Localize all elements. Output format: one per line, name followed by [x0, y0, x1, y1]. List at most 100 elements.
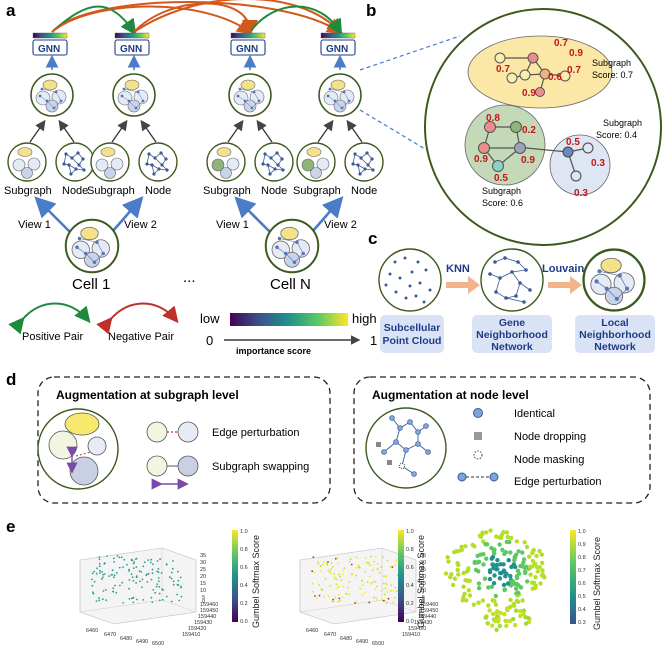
scatter-point	[102, 573, 104, 576]
scatter-point	[498, 562, 503, 567]
scatter-point	[105, 589, 107, 591]
svg-text:GNN: GNN	[326, 44, 348, 55]
subgraph-label: Subgraph	[293, 185, 341, 197]
node-glyph-3	[254, 142, 294, 182]
scatter-point	[130, 573, 133, 575]
scatter-point	[523, 621, 529, 626]
scatter-point	[378, 571, 381, 574]
scatter-point	[146, 581, 149, 583]
scatter-point	[348, 581, 351, 583]
scatter-point	[467, 578, 472, 583]
scatter-point	[520, 550, 525, 555]
scatter-point	[380, 566, 382, 568]
scatter-point	[151, 568, 154, 571]
node-label: Node	[351, 185, 377, 197]
scatter-point	[492, 619, 498, 624]
scatter-point	[91, 591, 94, 594]
scatter-point	[130, 558, 133, 561]
scatter-point	[108, 575, 110, 577]
svg-text:10: 10	[420, 588, 426, 594]
scatter-point	[132, 562, 135, 565]
svg-text:Augmentation at node level: Augmentation at node level	[372, 388, 529, 402]
scatter-point	[376, 585, 378, 588]
scatter-point	[537, 565, 542, 570]
scatter-point	[466, 588, 472, 593]
scatter-point	[516, 549, 521, 554]
scatter-point	[323, 560, 325, 563]
subgraph-1: 0.7 0.7 0.9 0.6 0.7 0.9 Subgraph Score: …	[467, 35, 633, 109]
scatter-point	[327, 561, 329, 563]
scatter-point	[317, 562, 320, 565]
svg-text:6470: 6470	[324, 632, 336, 638]
scatter-point	[383, 575, 385, 577]
scatter-point	[179, 576, 182, 579]
louvain-arrow	[548, 276, 582, 294]
scatter-point	[513, 552, 519, 557]
scatter-point	[92, 592, 95, 595]
scatter-point	[502, 612, 507, 617]
scatter-point	[460, 598, 465, 603]
scatter-point	[116, 555, 119, 557]
scatter-point	[157, 571, 160, 574]
subgraph-2: 0.5 0.3 0.3 Subgraph Score: 0.4	[525, 118, 642, 199]
scatter-point	[486, 585, 491, 590]
scatter-point	[347, 586, 350, 589]
scatter-point	[327, 595, 330, 598]
svg-text:25: 25	[420, 567, 426, 573]
node-glyph-4	[344, 142, 384, 182]
scatter-point	[316, 597, 319, 600]
svg-text:0.8: 0.8	[486, 113, 500, 124]
scatter-point	[509, 535, 514, 541]
up-arrows	[45, 54, 347, 70]
scatter-point	[482, 576, 488, 581]
scatter-point	[319, 570, 322, 573]
scatter-point	[337, 585, 340, 588]
svg-text:Subgraph: Subgraph	[592, 58, 631, 68]
svg-text:Subgraph: Subgraph	[482, 186, 521, 196]
scatter-point	[509, 564, 514, 570]
scatter-point	[314, 595, 316, 597]
scatter-point	[95, 600, 98, 602]
scatter-point	[355, 566, 358, 569]
scatter-point	[483, 615, 488, 620]
scatter-point	[492, 551, 497, 556]
scatter-point	[389, 565, 392, 568]
svg-text:6490: 6490	[136, 639, 148, 645]
scatter-point	[320, 588, 323, 590]
svg-text:0.4: 0.4	[240, 583, 248, 589]
scatter-point	[150, 578, 153, 581]
zoom-line-bottom	[359, 109, 461, 171]
scatter-point	[459, 547, 464, 553]
scatter-point	[392, 589, 395, 592]
scatter-point	[497, 576, 503, 581]
scatter-point	[135, 576, 138, 579]
panel-label-d: d	[6, 370, 16, 389]
scatter-point	[318, 584, 320, 586]
scatter-point	[168, 576, 171, 579]
scatter-point	[96, 567, 98, 570]
scatter-point	[159, 558, 162, 561]
scatter-point	[354, 602, 356, 604]
scatter-point	[120, 556, 123, 559]
scatter-point	[350, 563, 353, 566]
scatter-point	[128, 598, 131, 600]
svg-text:Score: 0.6: Score: 0.6	[482, 198, 523, 208]
scatter-point	[102, 576, 104, 579]
svg-text:Edge perturbation: Edge perturbation	[212, 427, 299, 439]
scatter-point	[113, 557, 115, 560]
scatter-point	[113, 576, 115, 579]
svg-text:0.8: 0.8	[240, 547, 248, 553]
scatter-point	[387, 597, 390, 600]
scatter-point	[321, 563, 324, 566]
scatter-point	[176, 593, 179, 596]
scatter-point	[501, 530, 506, 535]
scatter-point	[321, 589, 324, 591]
svg-text:Network: Network	[491, 341, 533, 353]
scatter-point	[539, 573, 545, 578]
subgraph-glyph-1	[7, 142, 47, 182]
scatter-point	[505, 534, 510, 540]
scatter-point	[154, 591, 157, 594]
scatter-point	[357, 564, 360, 566]
scatter-point	[126, 563, 128, 566]
svg-text:Neighborhood: Neighborhood	[476, 329, 548, 341]
